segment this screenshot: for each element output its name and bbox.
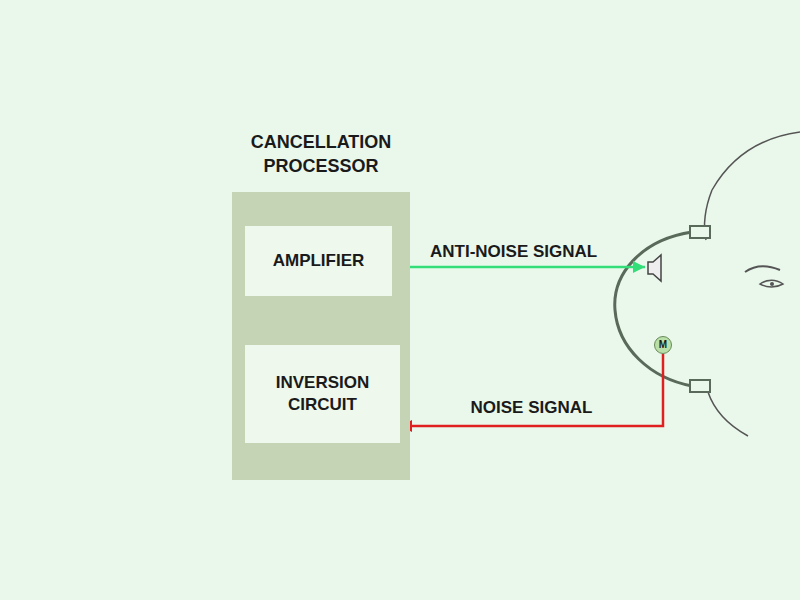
signal-label: NOISE SIGNAL <box>471 398 593 418</box>
earcup-outline <box>615 232 692 386</box>
microphone-symbol: M <box>654 336 672 354</box>
jaw-outline <box>708 392 748 436</box>
amplifier-box: AMPLIFIER <box>245 226 392 296</box>
head-outline <box>712 132 800 190</box>
eyebrow <box>745 266 780 272</box>
eye-pupil <box>770 282 774 286</box>
headband-joint <box>690 380 710 392</box>
node-label: INVERSION CIRCUIT <box>245 372 400 416</box>
anti-noise-arrow <box>393 266 645 269</box>
inversion-box: INVERSION CIRCUIT <box>245 345 400 443</box>
signal-label: ANTI-NOISE SIGNAL <box>430 242 597 262</box>
headband-joint <box>690 226 710 238</box>
node-label: AMPLIFIER <box>265 250 373 272</box>
speaker-symbol <box>648 255 661 281</box>
node-label: M <box>659 340 667 350</box>
panel-heading: CANCELLATION PROCESSOR <box>232 131 410 178</box>
signal-arrow <box>400 354 663 426</box>
processor-panel: CANCELLATION PROCESSORAMPLIFIERINVERSION… <box>232 192 410 480</box>
eye <box>760 280 783 287</box>
